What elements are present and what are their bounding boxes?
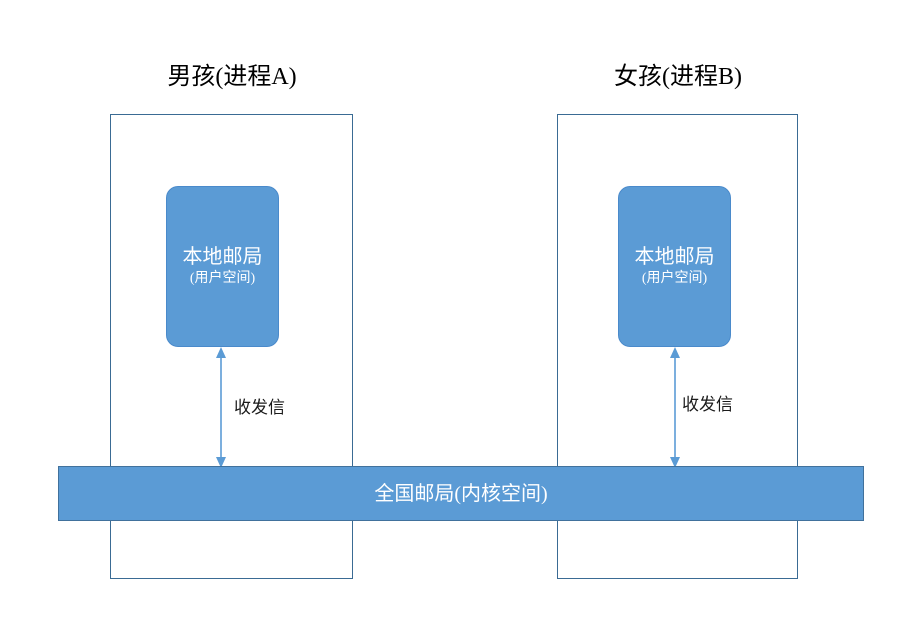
process-a-user-space-box: 本地邮局 (用户空间) [166, 186, 279, 347]
double-headed-vertical-arrow-icon [216, 347, 226, 468]
double-headed-vertical-arrow-icon [670, 347, 680, 468]
process-b-user-space-subtitle: (用户空间) [641, 271, 708, 286]
process-a-title: 男孩(进程A) [167, 64, 297, 90]
kernel-space-bar: 全国邮局(内核空间) [58, 466, 864, 521]
process-b-container [557, 114, 798, 579]
process-b-double-arrow-icon [668, 347, 682, 468]
process-b-title: 女孩(进程B) [614, 64, 742, 90]
process-a-double-arrow-icon [214, 347, 228, 468]
kernel-space-label: 全国邮局(内核空间) [374, 482, 548, 505]
process-b-user-space-title: 本地邮局 [634, 246, 715, 268]
process-a-user-space-subtitle: (用户空间) [189, 271, 256, 286]
process-a-user-space-title: 本地邮局 [182, 246, 263, 268]
process-b-arrow-label: 收发信 [682, 395, 733, 414]
process-a-arrow-label: 收发信 [234, 398, 285, 417]
process-b-user-space-box: 本地邮局 (用户空间) [618, 186, 731, 347]
process-a-container [110, 114, 353, 579]
